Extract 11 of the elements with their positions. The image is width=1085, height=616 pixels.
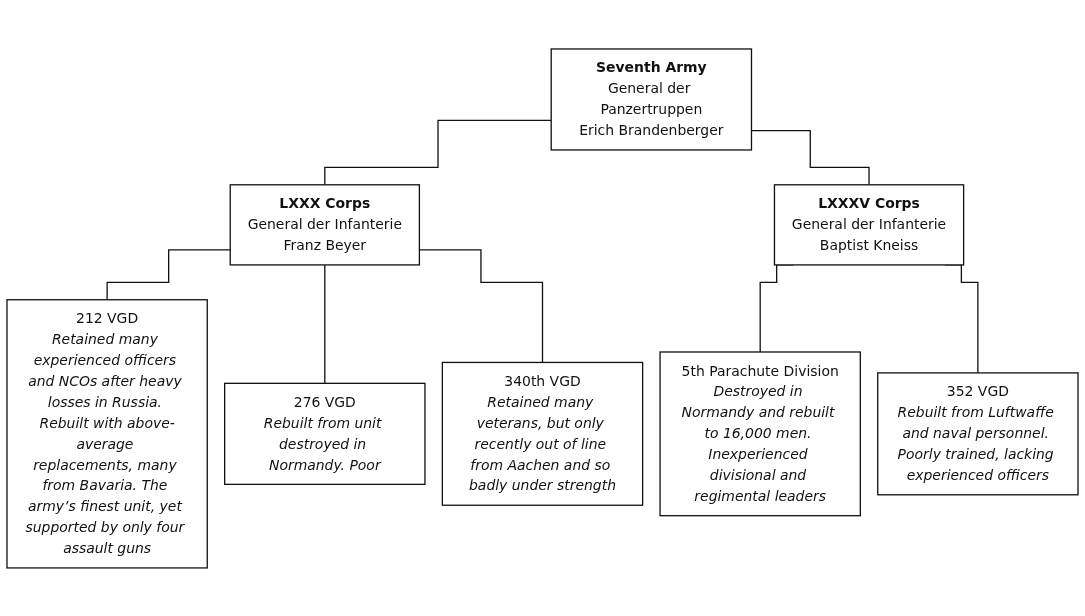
node-box: 276 VGD Rebuilt from unit destroyed in Normandy. Poor xyxy=(224,382,426,485)
connector xyxy=(106,248,231,300)
node-box: LXXX Corps General der Infanterie Franz Beyer xyxy=(229,183,421,266)
connector xyxy=(324,263,326,384)
node-box: Seventh Army General der Panzertruppen Erich Brandenberger xyxy=(550,47,753,151)
node-box: 5th Parachute Division Destroyed in Normandy and rebuilt to 16,000 men. Inexperienced divisional and regimental leaders xyxy=(659,350,861,516)
node-box: 212 VGD Retained many experienced officers and NCOs after heavy losses in Russia. Rebuilt with above-average replacements, many from Bavaria. The army’s finest unit, yet supported by only four assault guns xyxy=(6,298,208,569)
node-box: LXXXV Corps General der Infanterie Baptist Kneiss xyxy=(773,183,965,266)
node-box: 340th VGD Retained many veterans, but only recently out of line from Aachen and so badly under strength xyxy=(441,361,644,506)
node-box: 352 VGD Rebuilt from Luftwaffe and naval personnel. Poorly trained, lacking experienced officers xyxy=(877,371,1079,495)
connector xyxy=(324,119,552,185)
